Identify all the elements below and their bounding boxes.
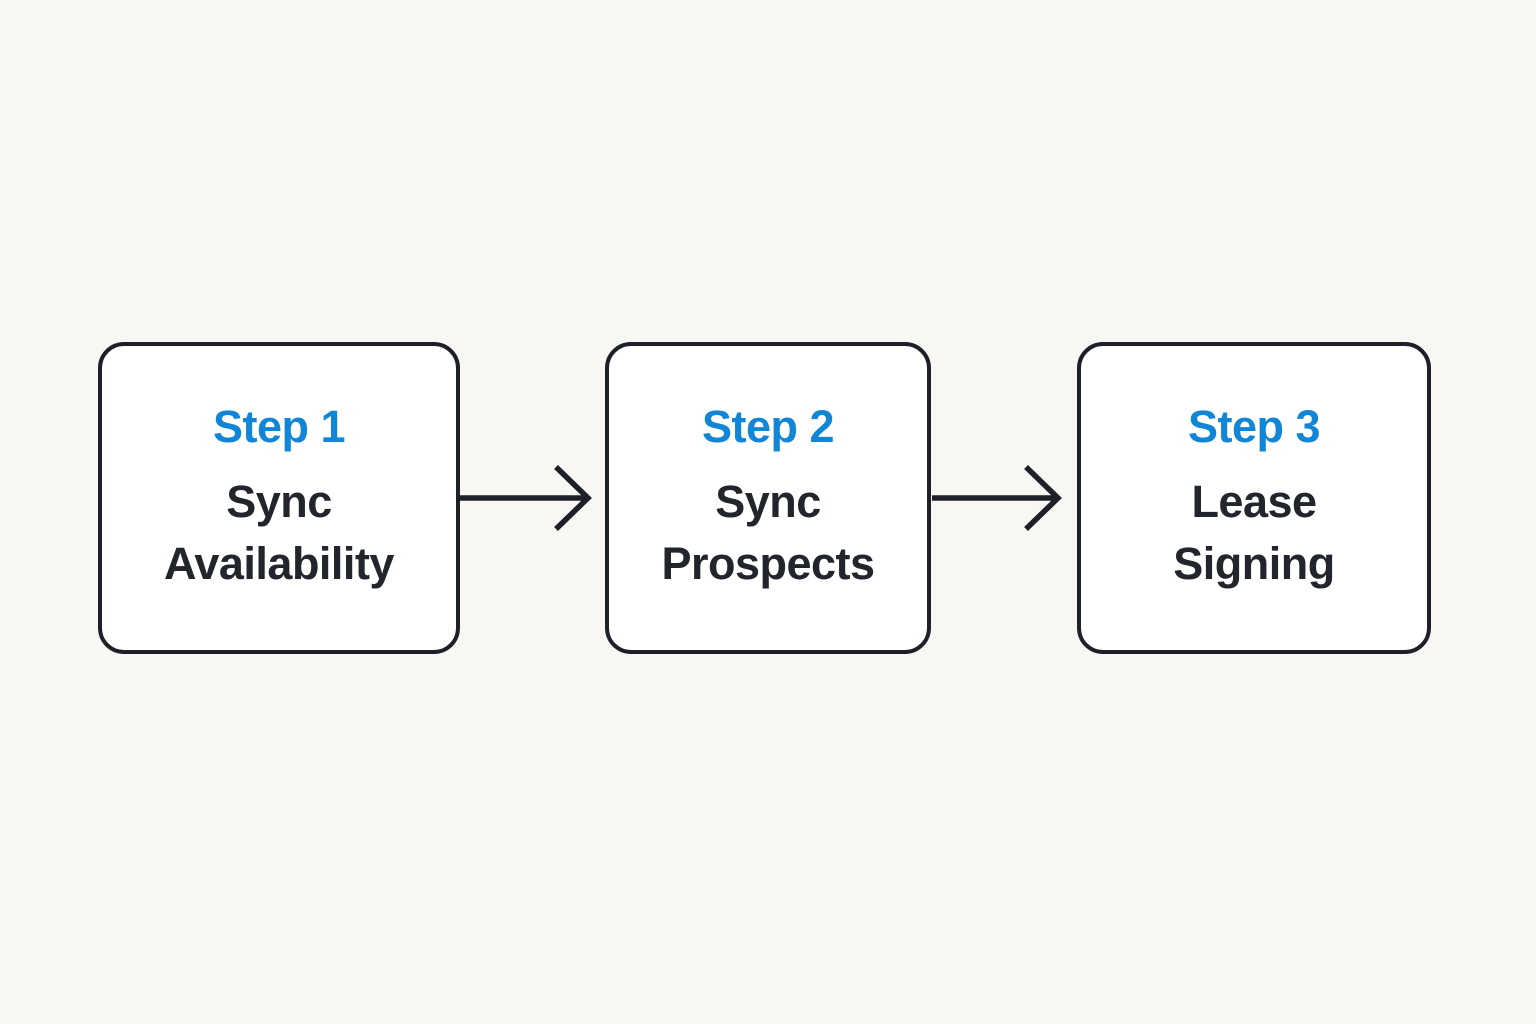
step-box-1: Step 1 Sync Availability (98, 342, 460, 654)
step-3-label: Step 3 (1187, 401, 1321, 452)
step-2-label: Step 2 (701, 401, 835, 452)
arrow-right-icon (932, 465, 1062, 531)
arrow-right-icon (460, 465, 592, 531)
step-3-title-line-1: Lease (1191, 476, 1317, 527)
step-box-2: Step 2 Sync Prospects (605, 342, 931, 654)
step-1-title-line-2: Availability (164, 538, 394, 589)
step-3-title-line-2: Signing (1173, 538, 1335, 589)
step-box-3: Step 3 Lease Signing (1077, 342, 1431, 654)
step-2-title-line-1: Sync (715, 476, 821, 527)
step-2-title-line-2: Prospects (661, 538, 875, 589)
step-1-label: Step 1 (212, 401, 346, 452)
step-1-title-line-1: Sync (226, 476, 332, 527)
